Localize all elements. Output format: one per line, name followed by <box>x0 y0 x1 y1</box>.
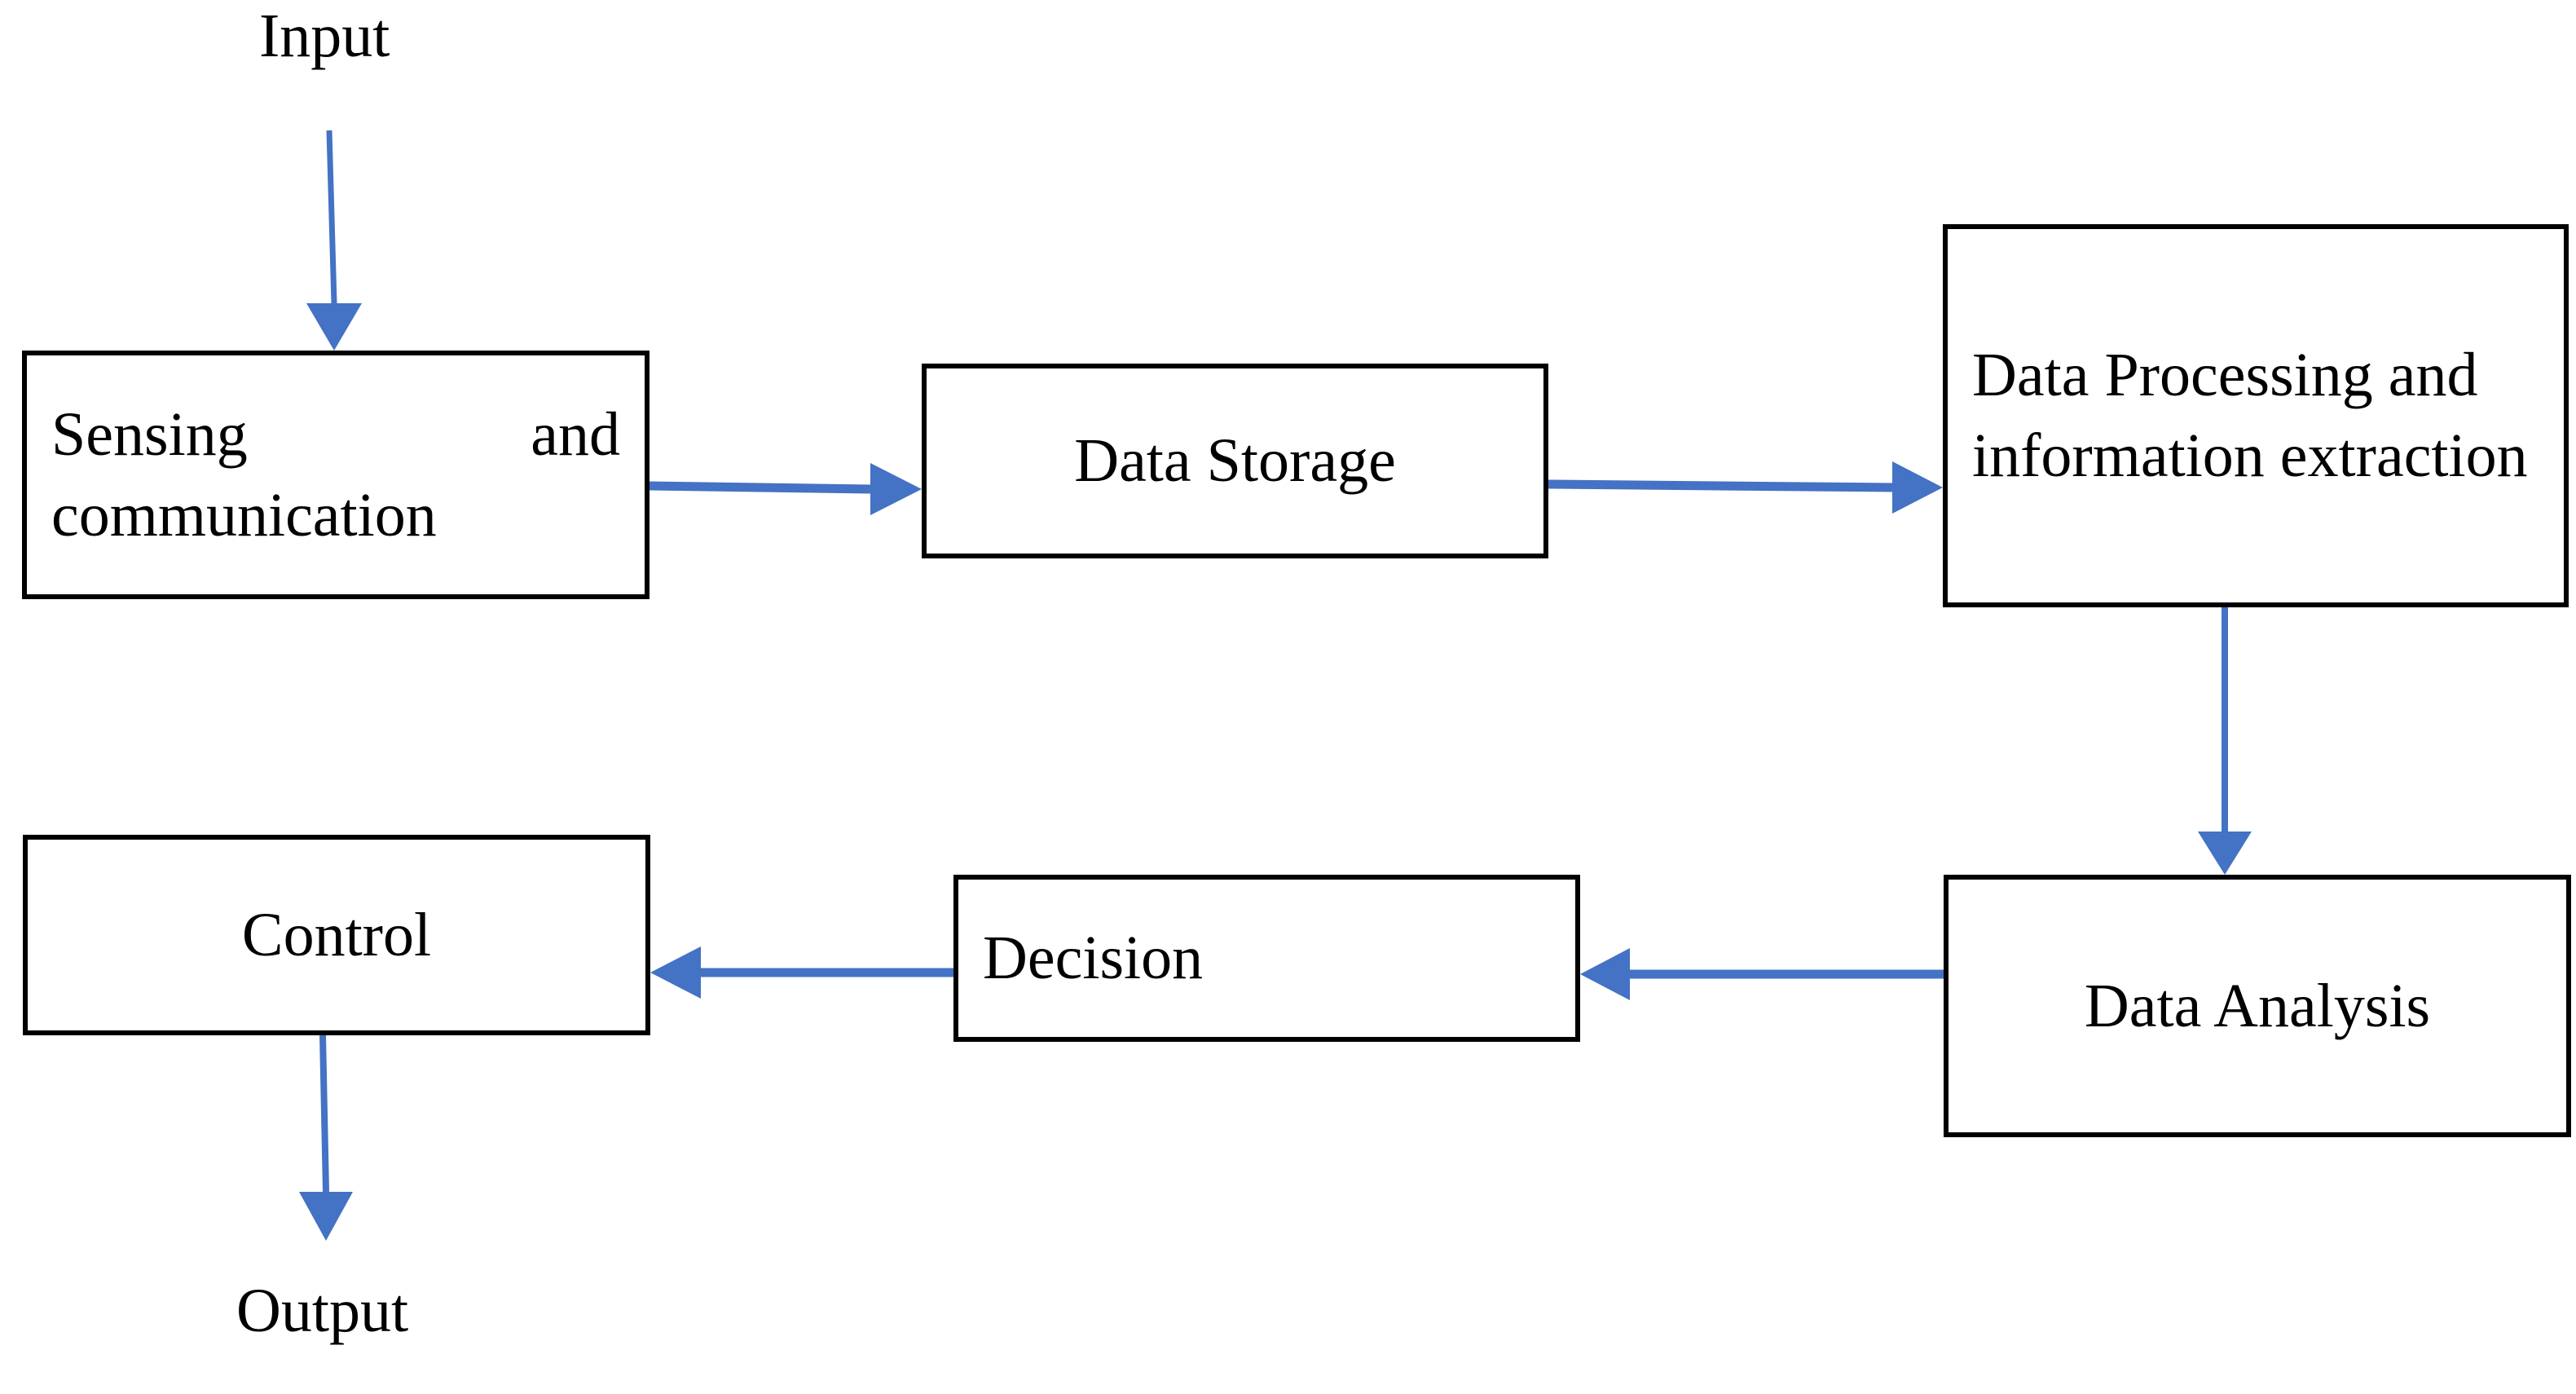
edge-control-to-output <box>299 1034 353 1241</box>
node-decision-label: Decision <box>983 924 1204 993</box>
edge-processing-to-analysis <box>2198 607 2252 875</box>
node-data-processing-and-information-extraction[interactable]: Data Processing and information extracti… <box>1943 224 2569 607</box>
node-control-label: Control <box>241 900 432 969</box>
edge-input-to-sensing <box>306 130 362 351</box>
node-storage-label: Data Storage <box>1074 426 1396 496</box>
node-sensing-label: Sensing and communication <box>51 399 620 549</box>
edge-storage-to-processing <box>1548 461 1943 514</box>
edge-sensing-to-storage <box>649 463 922 515</box>
node-processing-label: Data Processing and information extracti… <box>1972 341 2528 490</box>
node-decision[interactable]: Decision <box>953 875 1580 1042</box>
node-control[interactable]: Control <box>23 835 650 1035</box>
node-analysis-label: Data Analysis <box>2084 971 2431 1040</box>
edge-analysis-to-decision <box>1580 948 1944 1000</box>
output-label: Output <box>236 1277 409 1345</box>
edge-decision-to-control <box>650 946 953 999</box>
node-sensing-and-communication[interactable]: Sensing and communication <box>22 351 650 599</box>
node-data-analysis[interactable]: Data Analysis <box>1944 875 2571 1137</box>
node-data-storage[interactable]: Data Storage <box>922 364 1548 558</box>
input-label: Input <box>259 2 390 70</box>
